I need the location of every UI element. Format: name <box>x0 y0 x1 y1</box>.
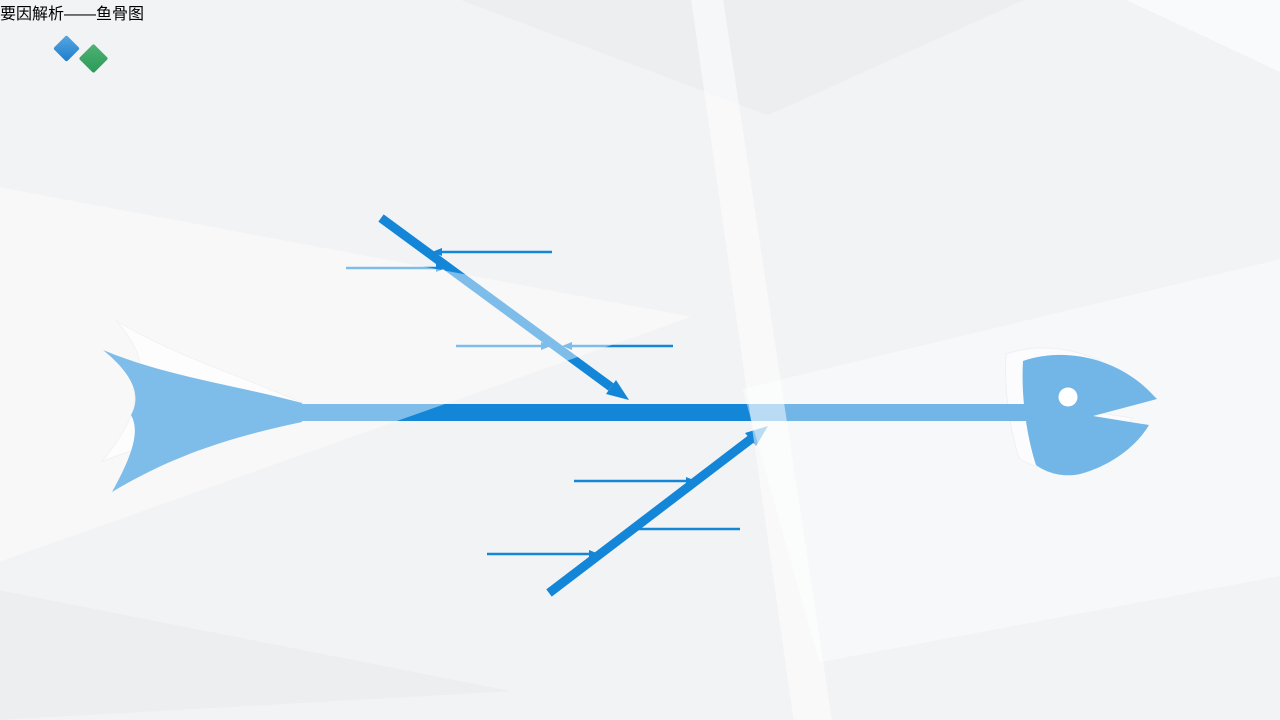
orange-diamond-icon <box>56 59 84 87</box>
green-diamond-icon <box>78 43 109 74</box>
fish-eye <box>1058 387 1078 407</box>
cause-arrowhead-no-process <box>589 550 599 558</box>
cause-arrowhead-self-study <box>562 342 572 350</box>
fish-tail <box>103 350 302 492</box>
cause-arrowhead-severity <box>436 264 446 272</box>
blue-diamond-icon <box>53 35 80 62</box>
bottom-bone <box>546 435 754 597</box>
page-title: 要因解析——鱼骨图 <box>0 6 145 23</box>
top-bone-arrowhead <box>606 380 629 400</box>
top-bone <box>378 214 614 391</box>
cause-arrowhead-seniority <box>432 248 442 256</box>
fish-head <box>1022 354 1157 476</box>
cause-arrowhead-oncology-nurse <box>541 342 551 350</box>
three-diamonds-icon <box>50 35 120 91</box>
fishbone-diagram <box>100 214 1157 597</box>
fish-spine <box>185 404 1040 421</box>
cause-arrowhead-standards <box>686 477 696 485</box>
